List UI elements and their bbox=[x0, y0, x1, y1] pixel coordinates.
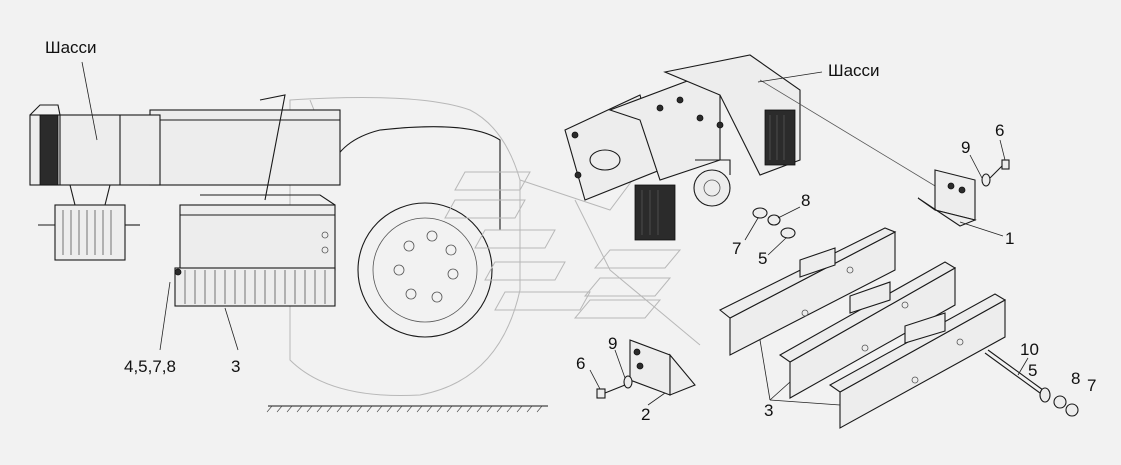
leader-lines bbox=[81, 61, 1029, 406]
label-callout-2: 2 bbox=[641, 405, 650, 424]
label-callout-3: 3 bbox=[764, 401, 773, 420]
label-callout-7b: 7 bbox=[1087, 376, 1096, 395]
label-callout-9b: 9 bbox=[608, 334, 617, 353]
label-callout-8b: 8 bbox=[1071, 369, 1080, 388]
bolt-6-bottom bbox=[596, 375, 633, 399]
label-callout-4578: 4,5,7,8 bbox=[124, 357, 176, 376]
pin-10 bbox=[984, 349, 1079, 417]
bracket-1 bbox=[917, 169, 977, 227]
nuts-cluster-top bbox=[752, 207, 796, 239]
label-callout-10: 10 bbox=[1020, 340, 1039, 359]
bolt-6-top bbox=[981, 159, 1010, 187]
label-chassis-left: Шасси bbox=[45, 38, 97, 57]
label-chassis-right: Шасси bbox=[828, 61, 880, 80]
label-callout-5a: 5 bbox=[758, 249, 767, 268]
ground-hatch bbox=[266, 405, 543, 413]
label-callout-9a: 9 bbox=[961, 138, 970, 157]
label-callout-left-3: 3 bbox=[231, 357, 240, 376]
label-callout-1: 1 bbox=[1005, 229, 1014, 248]
label-callout-6b: 6 bbox=[576, 354, 585, 373]
label-callout-7a: 7 bbox=[732, 239, 741, 258]
vehicle-side-view bbox=[29, 94, 701, 413]
counterweight-bars bbox=[718, 227, 1007, 429]
chassis-frame-rear bbox=[564, 54, 951, 241]
label-callout-5b: 5 bbox=[1028, 361, 1037, 380]
bracket-2 bbox=[629, 339, 696, 396]
label-callout-6a: 6 bbox=[995, 121, 1004, 140]
labels: Шасси Шасси 4,5,7,8 3 1 2 3 5 5 6 6 7 7 … bbox=[45, 38, 1096, 424]
label-callout-8a: 8 bbox=[801, 191, 810, 210]
